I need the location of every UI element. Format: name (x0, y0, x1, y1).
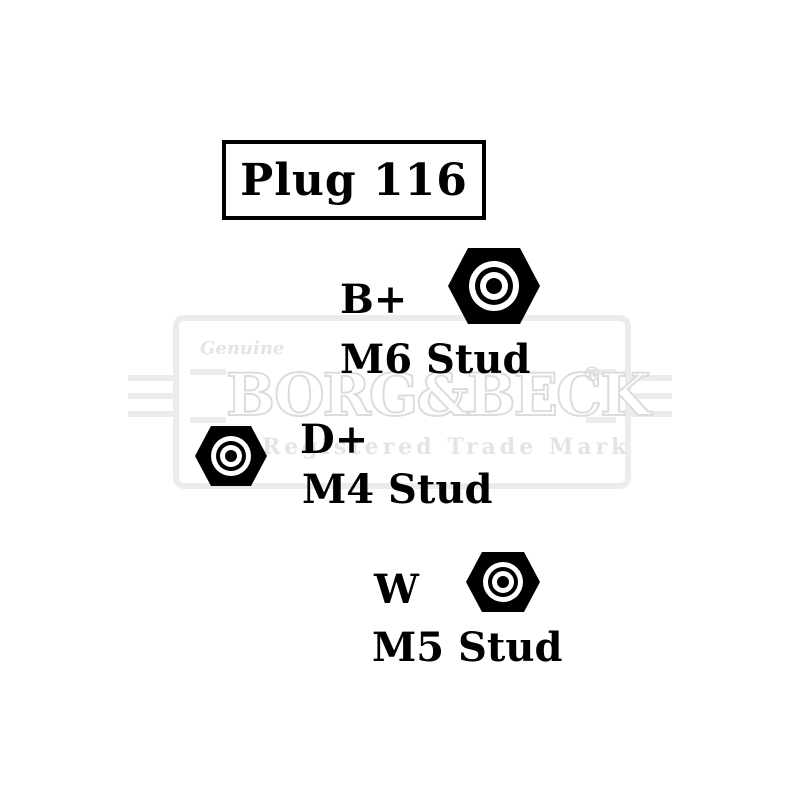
watermark-registered: ® (582, 362, 602, 386)
plug-title-box: Plug 116 (222, 140, 486, 220)
hex-nut-icon (448, 248, 540, 324)
terminal-w-stud: M5 Stud (372, 624, 563, 671)
hex-nut-icon (195, 426, 267, 486)
watermark-script: Genuine (200, 338, 285, 359)
terminal-d-stud: M4 Stud (302, 466, 493, 513)
terminal-d-name: D+ (300, 416, 369, 463)
terminal-b-stud: M6 Stud (340, 336, 531, 383)
terminal-w-name: W (374, 566, 419, 613)
hex-nut-icon (466, 552, 540, 612)
terminal-b-name: B+ (340, 276, 408, 323)
plug-title: Plug 116 (240, 154, 468, 206)
